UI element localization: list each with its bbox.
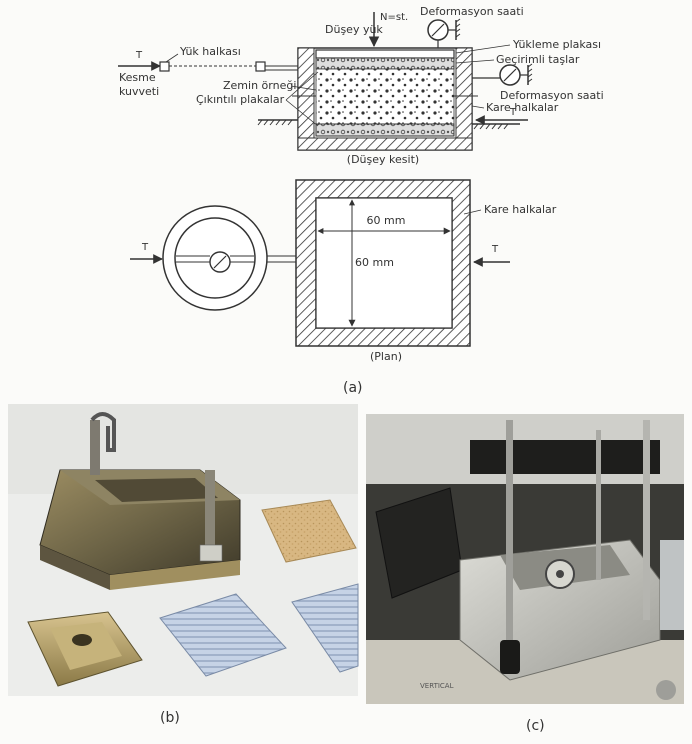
sample-area — [315, 197, 453, 329]
rod-knob — [500, 640, 520, 674]
shear-box-assembly — [39, 412, 241, 590]
shear-T-label: T — [135, 50, 143, 61]
section-caption: (Düşey kesit) — [347, 153, 419, 166]
side-dial-label: Deformasyon saati — [500, 89, 604, 102]
grooved-plate-right — [291, 583, 359, 673]
height-dimension-label: 60 mm — [355, 256, 394, 269]
section-view: Düşey yük N=st. Deformasyon saati Yüklem… — [118, 5, 604, 166]
top-dial-label: Deformasyon saati — [420, 5, 524, 18]
right-wall — [455, 47, 473, 151]
porous-stones-label: Geçirimli taşlar — [496, 53, 580, 66]
toothed-plates-label: Çıkıntılı plakalar — [196, 93, 285, 106]
plan-left-T: T — [141, 242, 149, 253]
load-ring-icon — [159, 61, 170, 72]
plan-view: 60 mm 60 mm T T Kare halkalar (Plan) — [130, 179, 557, 363]
photo-b — [8, 404, 359, 696]
panel-b-caption: (b) — [160, 710, 180, 726]
width-dimension-label: 60 mm — [367, 214, 406, 227]
svg-text:VERTICAL: VERTICAL — [420, 682, 454, 690]
photo-c: VERTICAL — [366, 414, 684, 704]
load-ring-label: Yük halkası — [179, 45, 241, 58]
panel-a-caption: (a) — [343, 380, 363, 396]
square-rings-label-section: Kare halkalar — [486, 101, 559, 114]
left-wall — [297, 47, 315, 151]
right-T-label: T — [509, 107, 517, 118]
load-ring-end-icon — [255, 61, 266, 72]
bottom-wall — [297, 137, 473, 151]
square-rings-label-plan: Kare halkalar — [484, 203, 557, 216]
bottom-porous-stone — [315, 123, 455, 137]
top-porous-stone — [315, 57, 455, 70]
grooved-plate-left — [159, 593, 287, 677]
plan-caption: (Plan) — [370, 350, 402, 363]
vertical-rod-left — [506, 420, 513, 660]
vertical-load-label: Düşey yük — [325, 23, 383, 36]
plan-right-T: T — [491, 244, 499, 255]
normal-stress-label: N=st. — [380, 12, 408, 23]
soil-sample — [315, 68, 455, 125]
crossbar — [470, 440, 660, 474]
porous-stone-square — [261, 499, 357, 563]
loading-plate-label: Yükleme plakası — [512, 38, 601, 51]
shear-force-label-line1: Kesme — [119, 71, 156, 84]
shear-force-label-line2: kuvveti — [119, 85, 159, 98]
loading-cap — [27, 611, 143, 687]
soil-sample-label: Zemin örneği — [223, 79, 296, 92]
panel-c-caption: (c) — [526, 718, 545, 734]
loading-plate — [315, 49, 455, 59]
vertical-rod-right — [643, 420, 650, 620]
